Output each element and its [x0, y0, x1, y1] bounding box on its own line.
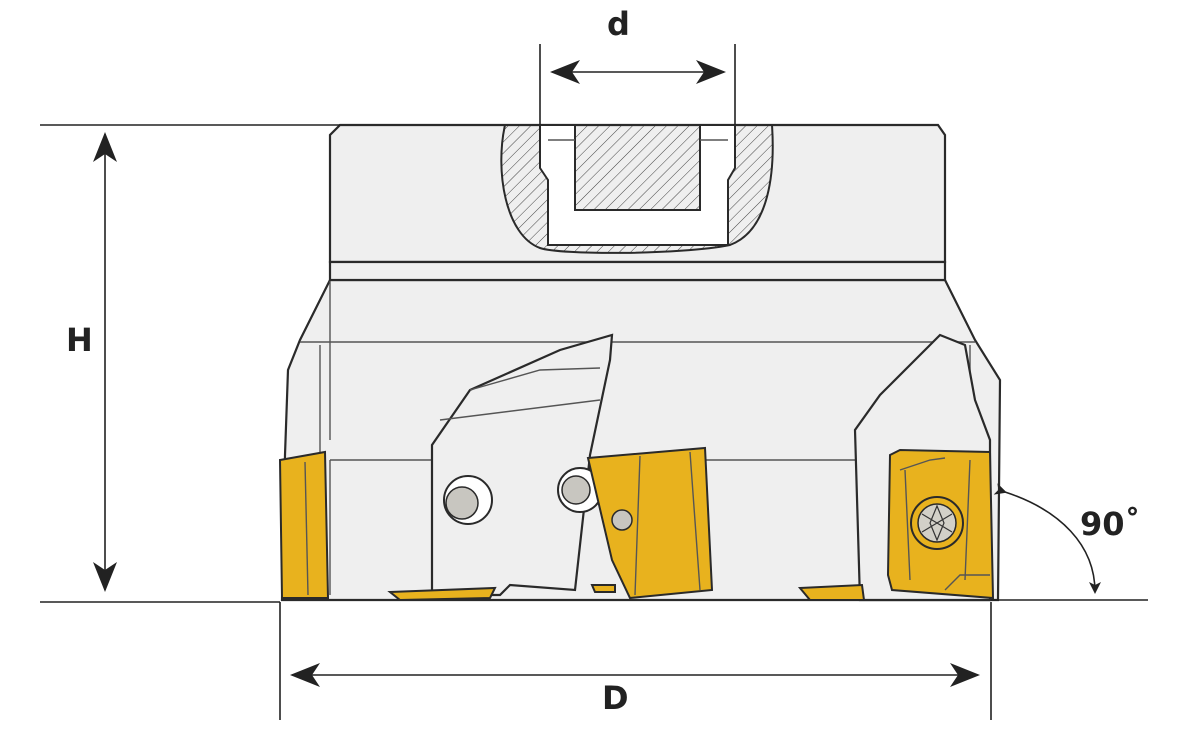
label-angle: 90˚ [1080, 505, 1141, 543]
insert-bottom [387, 586, 497, 602]
dimension-D [279, 602, 992, 720]
insert-bottom [797, 583, 866, 601]
insert-left [278, 450, 330, 599]
insert-bottom [590, 584, 616, 593]
label-d: d [607, 5, 630, 43]
label-D: D [602, 679, 629, 717]
insert-middle [586, 446, 714, 600]
dimension-h [40, 124, 340, 603]
dimension-d [539, 44, 736, 125]
label-h: H [66, 321, 93, 359]
keyway [539, 124, 736, 246]
angle-dimension [991, 483, 1148, 601]
